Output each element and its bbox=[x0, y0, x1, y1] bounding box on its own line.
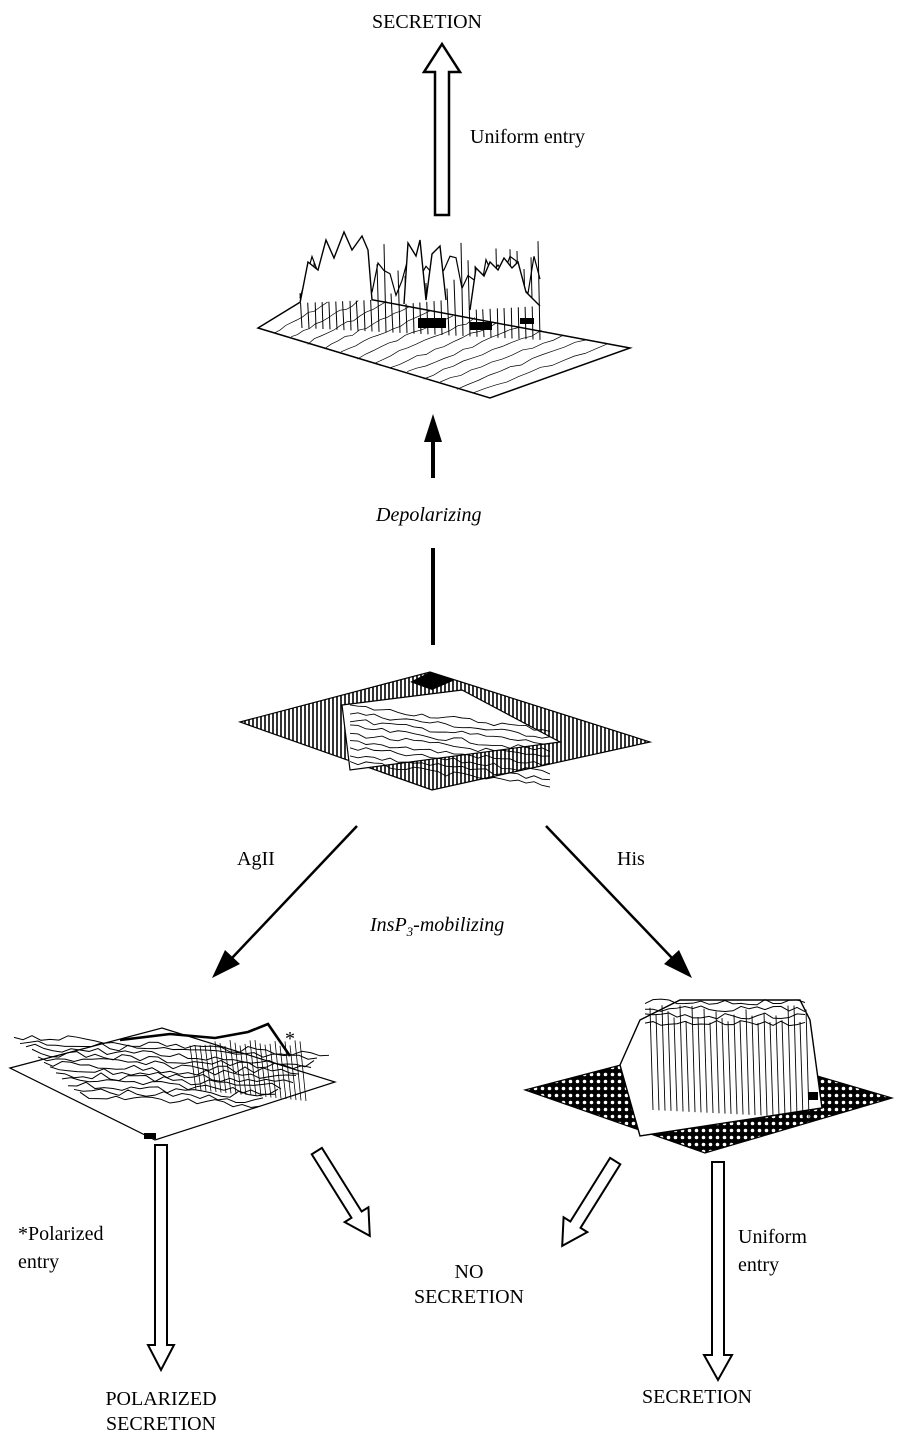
resting-state-plot bbox=[240, 672, 650, 790]
right-uniform-entry-label: Uniform entry bbox=[738, 1225, 807, 1278]
insp3-mobilizing-label: InsP3-mobilizing bbox=[370, 913, 504, 944]
top-hollow-arrow bbox=[424, 44, 460, 215]
insp3-suffix: -mobilizing bbox=[413, 914, 504, 936]
polarized-entry-arrow bbox=[148, 1145, 174, 1370]
bottom-right-secretion-label: SECRETION bbox=[642, 1385, 752, 1410]
polarized-asterisk: * bbox=[285, 1027, 295, 1052]
depolarizing-label: Depolarizing bbox=[376, 503, 482, 528]
polarized-secretion-line2: SECRETION bbox=[90, 1412, 232, 1437]
right-uniform-line1: Uniform bbox=[738, 1225, 807, 1250]
depolarizing-arrow bbox=[424, 414, 442, 645]
right-uniform-line2: entry bbox=[738, 1253, 807, 1278]
no-secretion-line1: NO bbox=[408, 1260, 530, 1285]
right-no-secretion-arrow bbox=[550, 1154, 627, 1254]
no-secretion-line2: SECRETION bbox=[408, 1285, 530, 1310]
polarized-secretion-label: POLARIZED SECRETION bbox=[90, 1387, 232, 1437]
polarized-entry-line1: *Polarized bbox=[18, 1222, 104, 1247]
his-label: His bbox=[617, 847, 645, 872]
top-uniform-entry-label: Uniform entry bbox=[470, 125, 585, 150]
polarized-entry-label: *Polarized entry bbox=[18, 1222, 104, 1275]
agii-arrow bbox=[212, 826, 357, 978]
no-secretion-label: NO SECRETION bbox=[408, 1260, 530, 1310]
top-secretion-label: SECRETION bbox=[372, 10, 482, 35]
agii-label: AgII bbox=[237, 847, 275, 872]
polarized-secretion-line1: POLARIZED bbox=[90, 1387, 232, 1412]
right-uniform-entry-arrow bbox=[704, 1162, 732, 1380]
polarized-entry-line2: entry bbox=[18, 1250, 104, 1275]
depolarizing-response-plot bbox=[258, 232, 630, 398]
his-response-plot bbox=[525, 999, 892, 1153]
left-no-secretion-arrow bbox=[305, 1144, 382, 1244]
insp3-prefix: InsP bbox=[370, 914, 407, 936]
